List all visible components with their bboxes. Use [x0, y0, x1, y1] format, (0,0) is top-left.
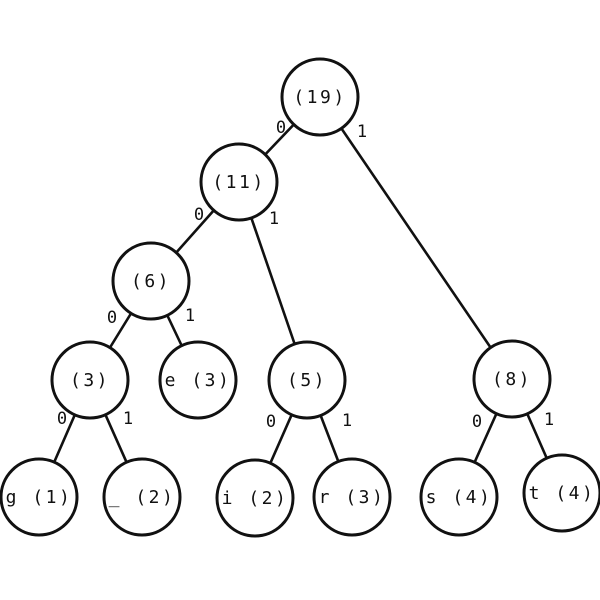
- node-us2: _ (2): [102, 457, 182, 537]
- node-g1: g (1): [0, 457, 79, 537]
- node-circle-n5: [267, 340, 347, 420]
- node-t4: t (4): [522, 453, 600, 533]
- node-circle-r3: [312, 457, 392, 537]
- edge-bit-label-n8-t4: 1: [544, 410, 554, 430]
- node-label-n8: (8): [492, 369, 532, 390]
- edge-bit-label-n11-n5: 1: [269, 209, 279, 229]
- node-label-n11: (11): [212, 172, 265, 193]
- node-circle-e3: [158, 340, 238, 420]
- edge-n19-n8: [318, 95, 514, 381]
- node-n5: (5): [267, 340, 347, 420]
- node-circle-n6: [111, 241, 191, 321]
- node-e3: e (3): [158, 340, 238, 420]
- edge-bit-label-n19-n11: 0: [276, 118, 286, 138]
- node-circle-g1: [0, 457, 79, 537]
- node-label-g1: g (1): [6, 487, 73, 508]
- node-n8: (8): [472, 339, 552, 419]
- node-n11: (11): [199, 142, 279, 222]
- node-circle-t4: [522, 453, 600, 533]
- node-circle-n8: [472, 339, 552, 419]
- edge-bit-label-n3-us2: 1: [123, 409, 133, 429]
- node-s4: s (4): [419, 457, 499, 537]
- node-label-n5: (5): [287, 370, 327, 391]
- node-n19: (19): [280, 57, 360, 137]
- edge-bit-label-n19-n8: 1: [357, 122, 367, 142]
- node-label-n6: (6): [131, 271, 171, 292]
- node-circle-us2: [102, 457, 182, 537]
- node-label-i2: i (2): [222, 488, 289, 509]
- edge-bit-label-n6-n3: 0: [107, 308, 117, 328]
- edge-bit-label-n5-r3: 1: [342, 411, 352, 431]
- node-i2: i (2): [215, 458, 295, 538]
- node-circle-s4: [419, 457, 499, 537]
- node-label-r3: r (3): [319, 487, 386, 508]
- node-label-e3: e (3): [165, 370, 232, 391]
- node-label-t4: t (4): [529, 483, 596, 504]
- node-circle-n19: [280, 57, 360, 137]
- edge-bit-label-n11-n6: 0: [194, 205, 204, 225]
- edge-bit-label-n5-i2: 0: [266, 412, 276, 432]
- node-label-us2: _ (2): [109, 487, 176, 508]
- edge-bit-label-n8-s4: 0: [472, 412, 482, 432]
- node-n3: (3): [50, 340, 130, 420]
- node-label-n19: (19): [293, 87, 346, 108]
- edge-bit-label-n3-g1: 0: [57, 409, 67, 429]
- node-label-n3: (3): [70, 370, 110, 391]
- node-circle-n3: [50, 340, 130, 420]
- node-label-s4: s (4): [426, 487, 493, 508]
- node-n6: (6): [111, 241, 191, 321]
- edge-bit-label-n6-e3: 1: [185, 306, 195, 326]
- node-circle-i2: [215, 458, 295, 538]
- node-circle-n11: [199, 142, 279, 222]
- node-r3: r (3): [312, 457, 392, 537]
